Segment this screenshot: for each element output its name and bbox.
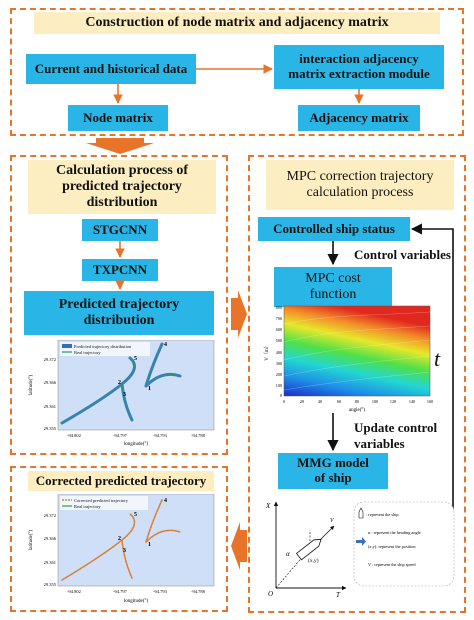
- ship-xy: (x,y): [308, 557, 319, 564]
- plot2-legend-corr: Corrected predicted trajectory: [74, 498, 129, 503]
- stgcnn-box: STGCNN: [82, 219, 158, 241]
- right-section-frame: [248, 155, 466, 613]
- heatmap-xtick-6: 120: [390, 399, 396, 404]
- right-block-arrow: [231, 290, 247, 338]
- heatmap-ylabel: V（m）: [264, 343, 270, 361]
- plot1-xtick-3: -94.788: [191, 433, 206, 438]
- plot2-xtick-1: -94.797: [113, 589, 128, 594]
- txpcnn-box: TXPCNN: [82, 259, 158, 281]
- mpc-cost-heatmap: 800 700 600 500 400 300 200 100 0 0 20 4…: [264, 305, 433, 413]
- right-section-title: MPC correction trajectory calculation pr…: [266, 160, 454, 210]
- current-historical-box: Current and historical data: [26, 54, 196, 84]
- plot1-xtick-1: -94.797: [113, 433, 128, 438]
- heatmap-ytick-8: 0: [280, 393, 282, 398]
- plot2-ytick-3: 29.355: [44, 582, 57, 587]
- left-section-frame: [10, 155, 228, 455]
- plot2-marker-2: 2: [118, 536, 121, 542]
- heatmap-xtick-3: 60: [337, 399, 341, 404]
- plot2-marker-5: 5: [134, 512, 137, 518]
- plot2-ytick-1: 29.366: [44, 536, 57, 541]
- controlled-ship-status-box: Controlled ship status: [258, 217, 410, 241]
- plot1-tracks: [60, 342, 182, 425]
- plot2-marker-3: 3: [123, 548, 126, 554]
- plot1-marker-4: 4: [164, 342, 167, 348]
- plot1-marker-2: 2: [118, 380, 121, 386]
- heatmap-xtick-0: 0: [283, 399, 285, 404]
- plot1-legend-pred: Predicted trajectory distribution: [74, 344, 132, 349]
- corrected-trajectory-plot: Corrected predicted trajectory Real traj…: [29, 494, 215, 604]
- top-section-frame: [10, 8, 464, 136]
- ship-legend-2: (x,y): represent the position: [368, 544, 416, 550]
- plot2-marker-4: 4: [164, 498, 167, 504]
- plot2-ytick-2: 29.361: [44, 560, 56, 565]
- heatmap-ytick-0: 800: [276, 305, 282, 310]
- corrected-section-title: Corrected predicted trajectory: [28, 471, 214, 491]
- heatmap-xtick-5: 100: [372, 399, 378, 404]
- heatmap-xlabel: angle(°): [349, 408, 365, 413]
- heatmap-ytick-6: 200: [276, 372, 282, 377]
- heatmap-xtick-1: 20: [300, 399, 304, 404]
- adjacency-matrix-box: Adjacency matrix: [298, 105, 420, 131]
- corrected-section-frame: [10, 466, 228, 612]
- plot2-ytick-0: 29.372: [44, 513, 56, 518]
- ship-axis-x: X: [265, 502, 271, 510]
- ship-legend-arrow-icon: [356, 537, 366, 546]
- plot2-marker-1: 1: [148, 542, 151, 548]
- plot2-legend-real: Real trajectory: [74, 504, 101, 509]
- interaction-module-box: interaction adjacency matrix extraction …: [274, 45, 444, 89]
- plot1-ytick-3: 29.355: [44, 426, 57, 431]
- plot1-legend-real: Real trajectory: [74, 350, 101, 355]
- heatmap-ytick-5: 300: [276, 361, 282, 366]
- top-section-title: Construction of node matrix and adjacenc…: [34, 12, 440, 34]
- mmg-model-box: MMG model of ship: [278, 453, 388, 489]
- heatmap-xtick-8: 160: [427, 399, 433, 404]
- plot2-tracks: [61, 499, 181, 581]
- plot1-xtick-2: -94.793: [153, 433, 168, 438]
- predicted-distribution-box: Predicted trajectory distribution: [24, 291, 214, 335]
- ship-legend-3: V : represent the ship speed: [368, 562, 416, 567]
- heatmap-contours: [283, 311, 431, 391]
- ship-alpha: α: [286, 550, 290, 558]
- heatmap-ytick-1: 700: [276, 316, 282, 321]
- predicted-trajectory-plot: Predicted trajectory distribution Real t…: [29, 340, 215, 447]
- plot1-marker-3: 3: [123, 392, 126, 398]
- plot2-xtick-2: -94.793: [153, 589, 168, 594]
- ship-kinematics-diagram: X T O α V (x,y) : represent the ship α :…: [265, 501, 455, 599]
- ship-axis-t: T: [336, 591, 341, 599]
- plot1-ytick-2: 29.361: [44, 404, 56, 409]
- plot1-ytick-1: 29.366: [44, 380, 57, 385]
- left-block-arrow: [231, 522, 247, 570]
- ship-legend-1: α : represent the heading angle: [368, 530, 421, 535]
- heatmap-xtick-7: 140: [409, 399, 415, 404]
- plot2-ylabel: latitude(°): [29, 530, 34, 551]
- ship-legend-icon: [358, 507, 364, 519]
- plot1-marker-5: 5: [134, 356, 137, 362]
- ship-v: V: [330, 518, 335, 524]
- plot2-xtick-3: -94.788: [191, 589, 206, 594]
- heatmap-ytick-2: 600: [276, 327, 282, 332]
- left-section-title: Calculation process of predicted traject…: [28, 160, 216, 214]
- plot1-xtick-0: -94.802: [67, 433, 81, 438]
- ship-origin: O: [268, 590, 273, 598]
- node-matrix-box: Node matrix: [68, 105, 168, 131]
- ship-legend-0: : represent the ship: [366, 512, 399, 517]
- plot2-xtick-0: -94.802: [67, 589, 81, 594]
- heatmap-xtick-4: 80: [355, 399, 359, 404]
- plot1-ytick-0: 29.372: [44, 357, 56, 362]
- heatmap-ytick-7: 100: [276, 383, 282, 388]
- heatmap-xtick-2: 40: [318, 399, 322, 404]
- heatmap-ytick-3: 500: [276, 338, 282, 343]
- plot1-xlabel: longitude(°): [124, 442, 149, 447]
- ship-icon: [295, 538, 322, 561]
- update-control-label: Update control variables: [354, 420, 438, 451]
- mpc-cost-box: MPC cost function: [274, 267, 392, 307]
- control-variables-label: Control variables: [354, 247, 451, 262]
- down-block-arrow: [86, 138, 154, 154]
- heatmap-ytick-4: 400: [276, 350, 282, 355]
- plot1-ylabel: latitude(°): [29, 375, 34, 396]
- plot1-marker-1: 1: [148, 386, 151, 392]
- plot2-xlabel: longitude(°): [124, 599, 149, 604]
